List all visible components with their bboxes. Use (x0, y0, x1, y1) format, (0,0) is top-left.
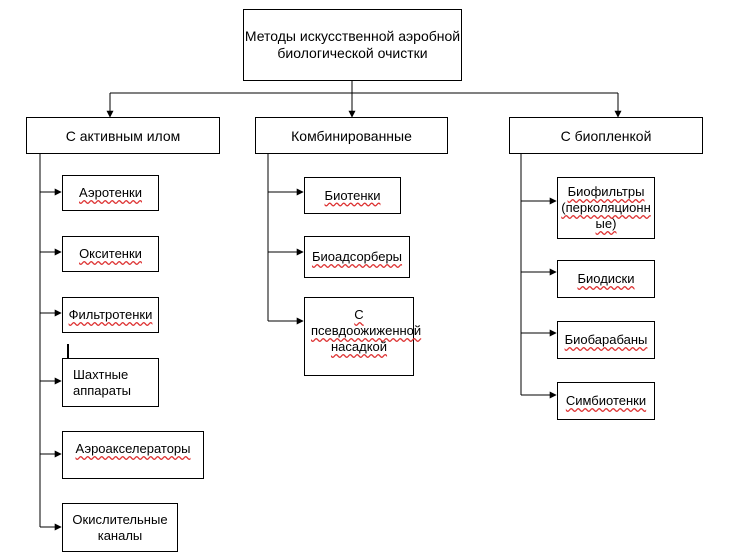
item-oxidation-channels: Окислительные каналы (62, 503, 178, 552)
item-label: С псевдоожиженной насадкой (311, 307, 422, 354)
item-label: Окситенки (79, 246, 142, 261)
item-label: Фильтротенки (68, 307, 153, 322)
item-label: Симбиотенки (565, 393, 647, 408)
category-combined: Комбинированные (255, 117, 448, 154)
item-bioadsorbers: Биоадсорберы (304, 236, 410, 278)
item-label: Аэротенки (79, 185, 142, 200)
item-label: Шахтные аппараты (73, 366, 132, 398)
root-label: Методы искусственной аэробной биологичес… (244, 28, 461, 61)
category-biofilm: С биопленкой (509, 117, 703, 154)
item-biotanks: Биотенки (304, 177, 401, 214)
item-symbiotanks: Симбиотенки (557, 382, 655, 420)
item-aeroaccelerators: Аэроакселераторы (62, 431, 204, 479)
category-active-sludge: С активным илом (26, 117, 220, 154)
item-label: Биобарабаны (564, 332, 648, 347)
item-biofilters: Биофильтры (перколяционные) (557, 177, 655, 239)
item-label: Биоадсорберы (311, 249, 403, 264)
root-box: Методы искусственной аэробной биологичес… (243, 9, 462, 81)
item-shaft-apparatus: Шахтные аппараты (62, 358, 159, 407)
item-biodrums: Биобарабаны (557, 321, 655, 359)
item-fluidized-bed: С псевдоожиженной насадкой (304, 297, 422, 376)
item-label: Биодиски (577, 271, 635, 286)
category-label: С активным илом (65, 127, 181, 144)
item-aerotanks: Аэротенки (62, 175, 159, 211)
item-label: Аэроакселераторы (75, 441, 191, 456)
category-label: С биопленкой (560, 127, 652, 144)
item-biodiscs: Биодиски (557, 260, 655, 298)
text-cursor (67, 344, 69, 358)
item-label: Окислительные каналы (72, 511, 168, 543)
item-label: Биофильтры (перколяционные) (561, 184, 651, 231)
item-filtrotanks: Фильтротенки (62, 297, 159, 333)
category-label: Комбинированные (291, 127, 412, 144)
item-label: Биотенки (324, 187, 381, 203)
item-oxytanks: Окситенки (62, 236, 159, 272)
